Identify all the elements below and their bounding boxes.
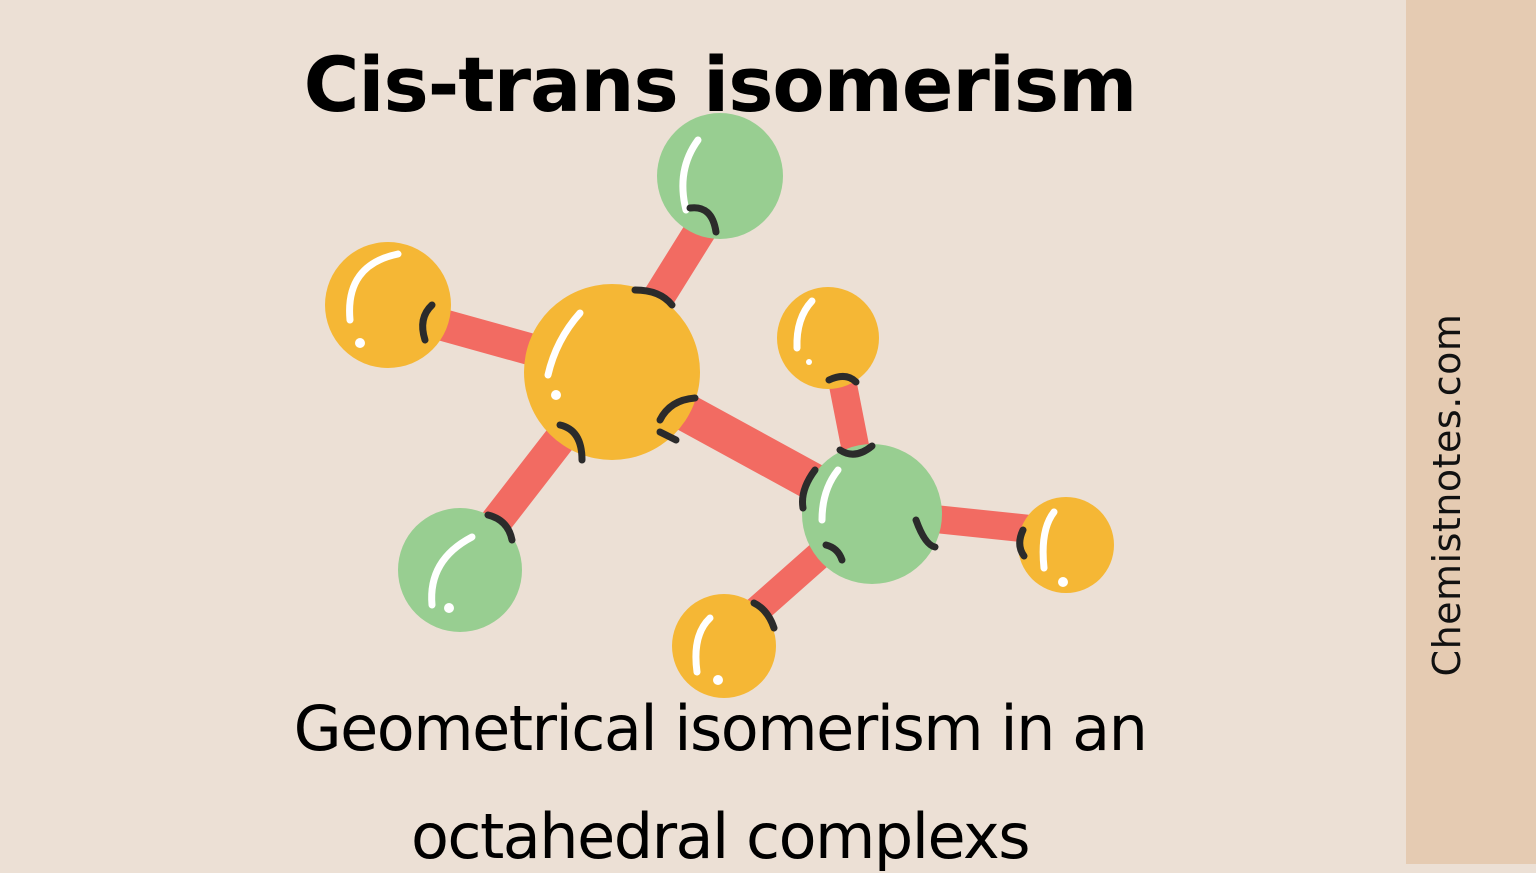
atom-yellow-upper-right bbox=[777, 287, 879, 389]
subtitle-line-2: octahedral complexs bbox=[410, 800, 1031, 873]
sidebar-strip bbox=[1406, 0, 1536, 864]
atom-yellow-left bbox=[325, 242, 451, 368]
atoms bbox=[325, 113, 1114, 698]
molecule-illustration-icon bbox=[325, 113, 1114, 698]
atom-green-top bbox=[657, 113, 783, 239]
site-watermark: Chemistnotes.com bbox=[1425, 313, 1469, 677]
subtitle-line-1: Geometrical isomerism in an bbox=[293, 692, 1148, 765]
